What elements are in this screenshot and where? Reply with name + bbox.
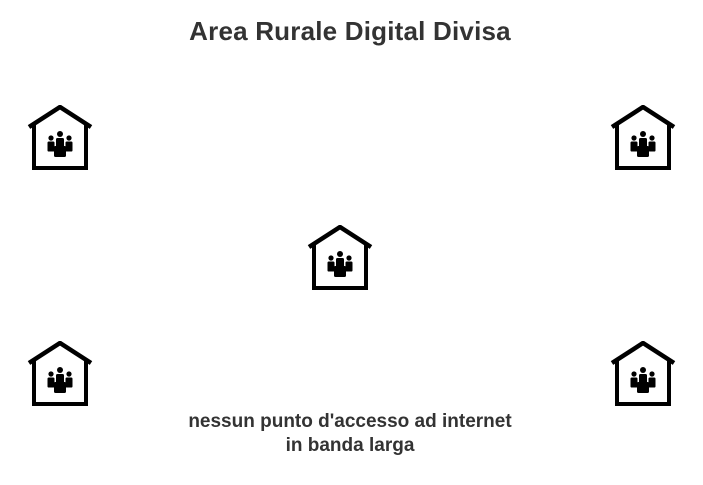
house-top-right-icon (610, 105, 676, 171)
house-bottom-right-icon (610, 341, 676, 407)
house-center-icon (307, 225, 373, 291)
diagram-caption: nessun punto d'accesso ad internet in ba… (0, 410, 700, 458)
diagram-title: Area Rurale Digital Divisa (189, 16, 511, 46)
caption-line-2: in banda larga (285, 435, 415, 456)
house-bottom-left-icon (27, 341, 93, 407)
house-top-left-icon (27, 105, 93, 171)
caption-line-1: nessun punto d'accesso ad internet (188, 411, 512, 432)
